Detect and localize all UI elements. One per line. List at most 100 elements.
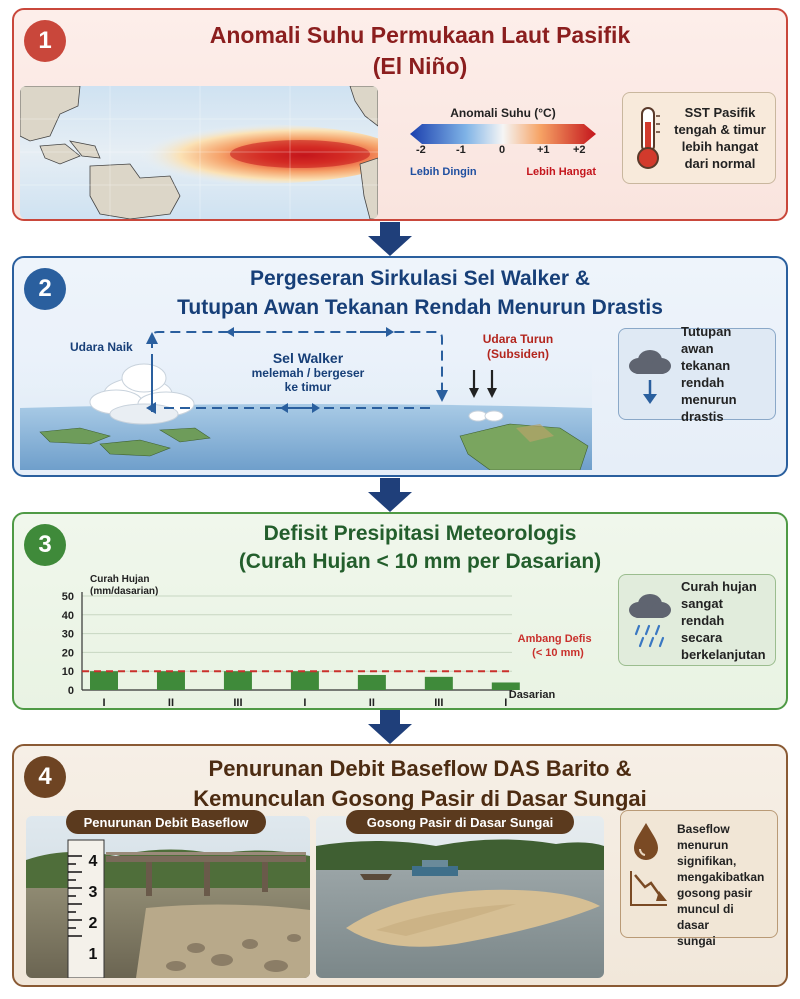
note-line: lebih hangat bbox=[681, 139, 759, 154]
panel-precipitation-deficit: 3 Defisit Presipitasi Meteorologis (Cura… bbox=[12, 512, 788, 710]
note-line: Baseflow menurun bbox=[677, 822, 730, 852]
declining-trend-icon bbox=[630, 871, 667, 906]
note-line: sangat rendah bbox=[681, 595, 725, 628]
photo-baseflow: 4 3 2 1 Penurunan Debit Baseflow bbox=[26, 810, 310, 978]
x-tick-label: I bbox=[303, 697, 306, 706]
flow-arrow-down-icon bbox=[368, 222, 412, 256]
title-line-1: Defisit Presipitasi Meteorologis bbox=[263, 522, 577, 545]
warm-label: Lebih Hangat bbox=[526, 166, 596, 178]
temperature-legend: Anomali Suhu (°C) -2 -1 0 +1 +2 Lebih Di… bbox=[410, 106, 596, 182]
photo-sandbar: Gosong Pasir di Dasar Sungai bbox=[316, 810, 604, 978]
sinking-air-label: Udara Turun (Subsiden) bbox=[466, 332, 570, 362]
panel-title: Pergeseran Sirkulasi Sel Walker & Tutupa… bbox=[74, 264, 766, 322]
sinking-line: Udara Turun bbox=[482, 332, 554, 346]
rainfall-bar bbox=[424, 676, 453, 690]
legend-title: Anomali Suhu (°C) bbox=[450, 106, 556, 120]
x-tick-label: II bbox=[369, 697, 375, 706]
flow-arrow-down-icon bbox=[368, 478, 412, 512]
threshold-label-line-2: (< 10 mm) bbox=[532, 647, 584, 659]
panel-baseflow-sandbar: 4 Penurunan Debit Baseflow DAS Barito & … bbox=[12, 744, 788, 987]
x-tick-label: III bbox=[233, 697, 242, 706]
note-line: tengah & timur bbox=[674, 122, 766, 137]
note-line: Tutupan awan bbox=[681, 324, 732, 356]
y-tick-label: 10 bbox=[62, 666, 74, 678]
title-line-2: Kemunculan Gosong Pasir di Dasar Sungai bbox=[193, 786, 647, 811]
x-tick-label: II bbox=[168, 697, 174, 706]
panel-walker-circulation: 2 Pergeseran Sirkulasi Sel Walker & Tutu… bbox=[12, 256, 788, 477]
note-line: Curah hujan bbox=[681, 578, 757, 594]
note-line: drastis bbox=[681, 409, 724, 424]
rainfall-bar bbox=[491, 682, 520, 690]
cloud-down-icon bbox=[629, 350, 671, 404]
note-line: SST Pasifik bbox=[684, 105, 756, 120]
panel-title: Anomali Suhu Permukaan Laut Pasifik (El … bbox=[74, 20, 766, 82]
legend-colorbar bbox=[410, 124, 596, 144]
cold-label: Lebih Dingin bbox=[410, 166, 477, 178]
x-tick-label: I bbox=[504, 697, 507, 706]
river-bridge-illustration bbox=[26, 816, 310, 978]
rainfall-bar bbox=[290, 671, 319, 690]
note-line: muncul di dasar bbox=[677, 902, 734, 932]
legend-tick: +1 bbox=[537, 144, 550, 156]
y-axis-label-line-2: (mm/dasarian) bbox=[90, 586, 158, 597]
note-line: sungai bbox=[677, 934, 716, 948]
note-line: dari normal bbox=[684, 156, 756, 171]
step-number-badge: 4 bbox=[24, 756, 66, 798]
x-axis-label: Dasarian bbox=[509, 689, 556, 701]
rainfall-bar bbox=[156, 671, 185, 690]
y-tick-label: 40 bbox=[62, 610, 74, 622]
photo-label-baseflow: Penurunan Debit Baseflow bbox=[66, 810, 266, 834]
gauge-number: 1 bbox=[88, 946, 98, 963]
legend-ticks: -2 -1 0 +1 +2 bbox=[410, 144, 596, 160]
y-axis-label: Curah Hujan (mm/dasarian) bbox=[90, 574, 158, 597]
title-line-1: Pergeseran Sirkulasi Sel Walker & bbox=[249, 267, 591, 290]
step-number-badge: 3 bbox=[24, 524, 66, 566]
walker-cell-label: Sel Walker melemah / bergeser ke timur bbox=[228, 350, 388, 394]
y-tick-label: 30 bbox=[62, 629, 74, 641]
y-tick-label: 0 bbox=[68, 685, 74, 697]
y-tick-label: 50 bbox=[62, 591, 74, 603]
rain-cloud-icon bbox=[629, 594, 671, 648]
note-line: menurun bbox=[681, 392, 737, 407]
note-line: berkelanjutan bbox=[681, 646, 766, 662]
y-tick-label: 20 bbox=[62, 647, 74, 659]
title-line-1: Penurunan Debit Baseflow DAS Barito & bbox=[208, 756, 632, 781]
x-tick-label: III bbox=[434, 697, 443, 706]
gauge-numbers: 4 3 2 1 bbox=[84, 846, 102, 970]
sandbar-illustration bbox=[316, 816, 604, 978]
photo-label-sandbar: Gosong Pasir di Dasar Sungai bbox=[346, 810, 574, 834]
legend-tick: -2 bbox=[416, 144, 426, 156]
title-line-1: Anomali Suhu Permukaan Laut Pasifik bbox=[209, 22, 631, 48]
panel-title: Penurunan Debit Baseflow DAS Barito & Ke… bbox=[74, 754, 766, 814]
title-line-2: Tutupan Awan Tekanan Rendah Menurun Dras… bbox=[177, 296, 663, 319]
step-number-badge: 2 bbox=[24, 268, 66, 310]
sst-anomaly-map bbox=[20, 86, 378, 219]
baseflow-note-box: Baseflow menurun signifikan, mengakibatk… bbox=[620, 810, 778, 948]
sinking-line: (Subsiden) bbox=[487, 347, 549, 361]
step-number-badge: 1 bbox=[24, 20, 66, 62]
threshold-label-line-1: Ambang Defisit bbox=[518, 633, 592, 645]
water-drop-icon bbox=[634, 823, 658, 860]
cloud-note-box: Tutupan awan tekanan rendah menurun dras… bbox=[618, 324, 776, 424]
legend-tick: -1 bbox=[456, 144, 466, 156]
walker-line: melemah / bergeser bbox=[251, 366, 365, 380]
flow-arrow-down-icon bbox=[368, 710, 412, 744]
note-line: mengakibatkan bbox=[677, 870, 765, 884]
x-tick-label: I bbox=[102, 697, 105, 706]
panel-title: Defisit Presipitasi Meteorologis (Curah … bbox=[74, 520, 766, 576]
rain-note-box: Curah hujan sangat rendah secara berkela… bbox=[618, 574, 776, 666]
rainfall-bar bbox=[357, 674, 386, 690]
gauge-number: 2 bbox=[88, 915, 98, 932]
legend-tick: 0 bbox=[499, 144, 506, 156]
walker-line: Sel Walker bbox=[272, 350, 344, 366]
title-line-2: (Curah Hujan < 10 mm per Dasarian) bbox=[238, 550, 602, 573]
note-line: signifikan, bbox=[677, 854, 737, 868]
legend-tick: +2 bbox=[573, 144, 586, 156]
sst-note-box: SST Pasifik tengah & timur lebih hangat … bbox=[622, 92, 776, 184]
y-axis-label-line-1: Curah Hujan bbox=[90, 574, 149, 585]
title-line-2: (El Niño) bbox=[372, 53, 468, 79]
rising-air-label: Udara Naik bbox=[70, 340, 133, 354]
note-line: gosong pasir bbox=[677, 886, 753, 900]
rainfall-bar bbox=[90, 671, 118, 690]
